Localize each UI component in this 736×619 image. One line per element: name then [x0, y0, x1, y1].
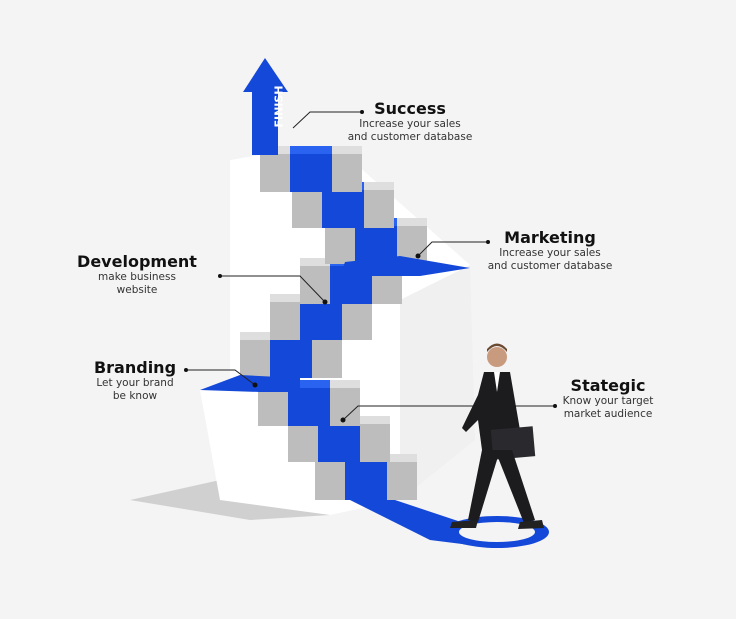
step-branding: Branding Let your brand be know [85, 358, 185, 403]
businessman-figure [450, 343, 544, 529]
step-desc: Increase your sales [359, 118, 461, 130]
step-title: Marketing [504, 228, 596, 247]
step-development: Development make business website [72, 252, 202, 297]
stair-runner [318, 424, 360, 462]
step-title: Branding [93, 358, 177, 377]
stair-riser [260, 154, 290, 192]
stair-riser [292, 190, 322, 228]
step-title: Stategic [570, 376, 646, 395]
landing-branding [200, 375, 300, 392]
stair-runner-top [290, 146, 332, 156]
step-strategic: Stategic Know your target market audienc… [556, 376, 660, 421]
step-desc: Increase your sales [499, 247, 601, 259]
step-desc: make business [98, 271, 176, 283]
finish-label: FINISH [272, 85, 286, 128]
stair-riser [332, 154, 362, 192]
stair-riser [258, 388, 288, 426]
stair-riser [364, 190, 394, 228]
leader-dots [184, 110, 557, 423]
stair-runner-top [288, 380, 330, 390]
floor-runner [350, 500, 470, 545]
step-desc: and customer database [487, 260, 613, 272]
step-desc: be know [112, 390, 158, 402]
step-desc: website [116, 284, 158, 296]
stair-riser [360, 424, 390, 462]
stair-riser [315, 462, 345, 500]
landing-marketing [340, 256, 470, 276]
stair-riser [270, 302, 300, 340]
step-desc: Let your brand [96, 377, 174, 389]
stair-runner [270, 340, 312, 378]
stair-runner [288, 388, 330, 426]
stair-runner [345, 462, 387, 500]
target-circle-inner [459, 522, 535, 542]
stair-riser [342, 302, 372, 340]
stair-riser [240, 340, 270, 378]
stair-steps [200, 146, 470, 500]
stair-riser [325, 226, 355, 264]
stair-riser [387, 462, 417, 500]
stair-runner [322, 190, 364, 228]
finish-arrow-icon [243, 58, 288, 155]
step-title: Development [77, 252, 197, 271]
stair-riser [288, 424, 318, 462]
step-desc: and customer database [347, 131, 473, 143]
stair-riser [300, 266, 330, 304]
stair-riser [312, 340, 342, 378]
stair-runner [290, 154, 332, 192]
stair-side [400, 265, 475, 500]
step-desc: Know your target [562, 395, 654, 407]
step-title: Success [374, 99, 446, 118]
step-success: Success Increase your sales and customer… [330, 99, 490, 144]
step-marketing: Marketing Increase your sales and custom… [470, 228, 630, 273]
stair-runner [300, 302, 342, 340]
step-desc: market audience [563, 408, 653, 420]
